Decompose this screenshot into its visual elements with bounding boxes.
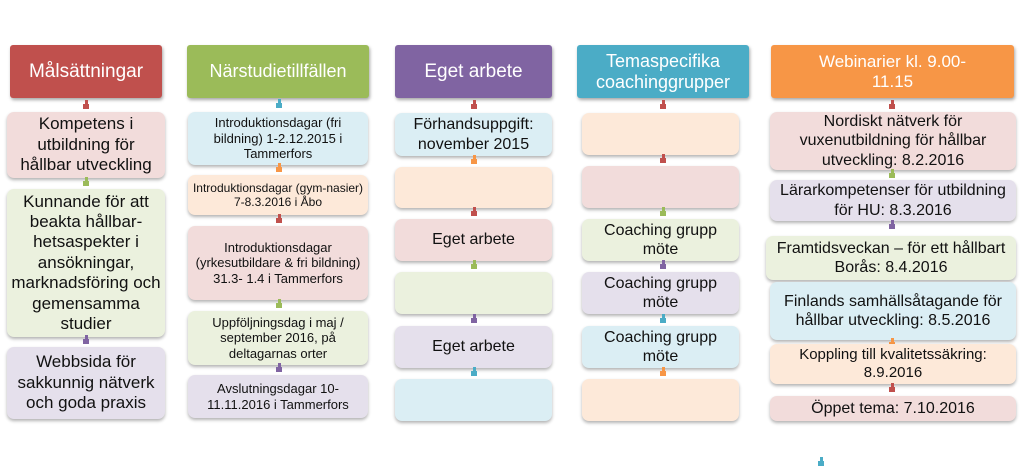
goal-box: Kunnande för att beakta hållbar-hetsaspe… [7, 189, 165, 337]
header-webinarier: Webinarier kl. 9.00- 11.15 [771, 45, 1014, 98]
arrow-icon [660, 367, 666, 376]
arrow-icon [660, 260, 666, 269]
header-eget-arbete: Eget arbete [395, 45, 552, 98]
arrow-icon [818, 457, 824, 466]
work-box: Förhandsuppgift: november 2015 [395, 113, 552, 156]
arrow-icon [889, 169, 895, 178]
header-coachinggrupper: Temaspecifika coachinggrupper [577, 45, 749, 98]
coaching-box: Coaching grupp möte [582, 326, 739, 368]
webinar-box: Framtidsveckan – för ett hållbart Borås:… [766, 236, 1016, 280]
goal-box: Webbsida för sakkunnig nätverk och goda … [7, 347, 165, 419]
arrow-icon [471, 207, 477, 216]
arrow-icon [83, 177, 89, 186]
coaching-box [582, 166, 739, 208]
session-box: Introduktionsdagar (yrkesutbildare & fri… [188, 226, 368, 300]
arrow-icon [276, 214, 282, 223]
webinar-box: Finlands samhällsåtagande för hållbar ut… [770, 282, 1016, 340]
arrow-icon [660, 154, 666, 163]
goal-box: Kompetens i utbildning för hållbar utvec… [7, 112, 165, 178]
webinar-box: Nordiskt nätverk för vuxenutbildning för… [770, 112, 1016, 170]
session-box: Avslutningsdagar 10-11.11.2016 i Tammerf… [188, 375, 368, 418]
session-box: Introduktionsdagar (fri bildning) 1-2.12… [188, 112, 368, 165]
coaching-box [582, 379, 739, 421]
session-box: Introduktionsdagar (gym-nasier) 7-8.3.20… [188, 175, 368, 215]
arrow-icon [471, 367, 477, 376]
arrow-icon [471, 314, 477, 323]
work-box [395, 167, 552, 208]
arrow-icon [83, 335, 89, 344]
arrow-icon [660, 207, 666, 216]
work-box [395, 272, 552, 314]
header-malsattningar: Målsättningar [10, 45, 162, 98]
arrow-icon [889, 383, 895, 392]
work-box: Eget arbete [395, 219, 552, 261]
work-box [395, 379, 552, 421]
webinar-box: Öppet tema: 7.10.2016 [770, 396, 1016, 421]
coaching-box: Coaching grupp möte [582, 219, 739, 261]
arrow-icon [471, 100, 477, 109]
arrow-icon [276, 99, 282, 108]
arrow-icon [276, 299, 282, 308]
arrow-icon [660, 100, 666, 109]
coaching-box [582, 113, 739, 155]
webinar-box: Lärarkompetenser för utbildning för HU: … [770, 180, 1016, 221]
arrow-icon [660, 314, 666, 323]
arrow-icon [276, 363, 282, 372]
header-narstudietillfallen: Närstudietillfällen [187, 45, 369, 98]
work-box: Eget arbete [395, 326, 552, 368]
arrow-icon [471, 260, 477, 269]
session-box: Uppföljningsdag i maj / september 2016, … [188, 311, 368, 365]
arrow-icon [889, 220, 895, 229]
arrow-icon [889, 100, 895, 109]
arrow-icon [471, 155, 477, 164]
arrow-icon [276, 163, 282, 172]
webinar-box: Koppling till kvalitetssäkring: 8.9.2016 [770, 344, 1016, 384]
arrow-icon [83, 100, 89, 109]
coaching-box: Coaching grupp möte [582, 272, 739, 314]
